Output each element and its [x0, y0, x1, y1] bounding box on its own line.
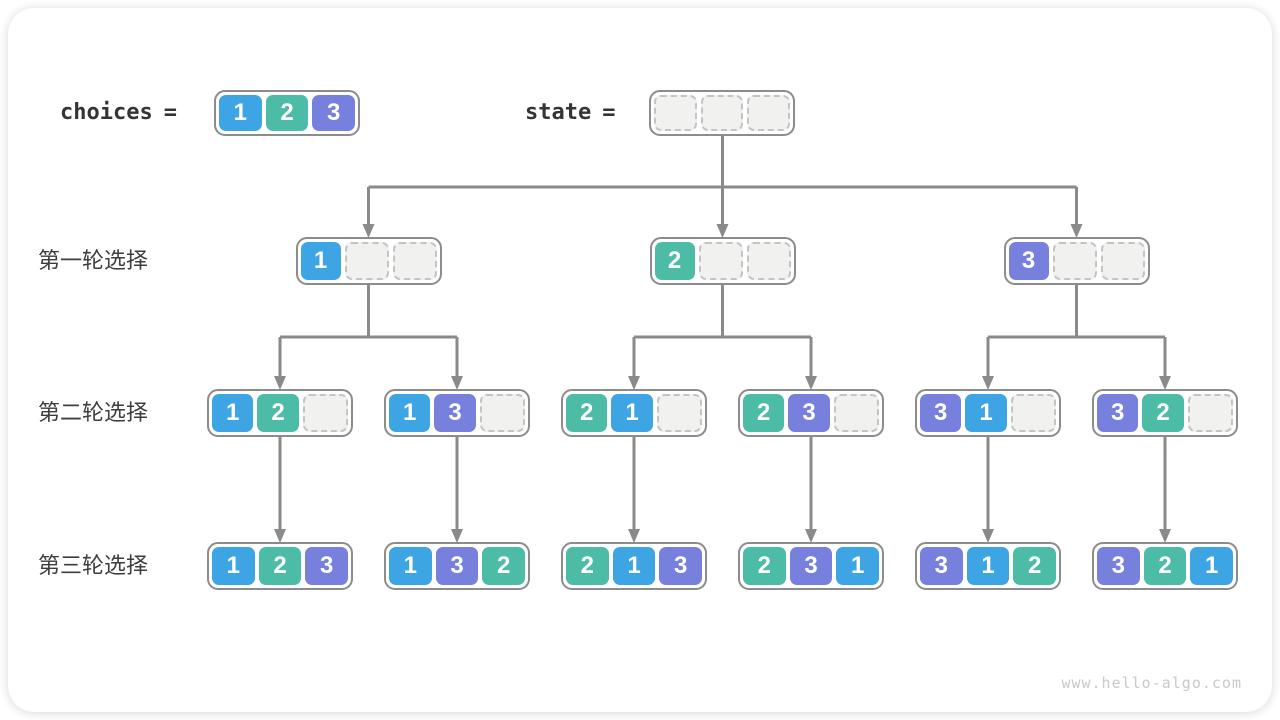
round-1-label: 第一轮选择 — [38, 248, 149, 273]
choice-cell-3: 3 — [305, 547, 349, 585]
empty-cell — [1010, 394, 1056, 432]
choice-cell-1: 1 — [212, 547, 255, 585]
watermark: www.hello-algo.com — [1061, 674, 1242, 692]
choice-cell-2: 2 — [482, 547, 526, 585]
empty-cell — [1100, 242, 1145, 280]
choice-cell-2: 2 — [743, 394, 785, 432]
choice-cell-1: 1 — [389, 394, 431, 432]
choice-cell-2: 2 — [743, 547, 786, 585]
round-1-node-2: 2 — [649, 237, 796, 285]
choice-cell-3: 3 — [920, 394, 962, 432]
choice-cell-2: 2 — [654, 242, 695, 280]
choice-cell-1: 1 — [612, 547, 656, 585]
choice-cell-2: 2 — [1142, 394, 1184, 432]
choice-cell-3: 3 — [1097, 547, 1140, 585]
empty-cell — [344, 242, 389, 280]
choice-cell-2: 2 — [265, 95, 309, 131]
choice-cell-1: 1 — [611, 394, 653, 432]
choice-cell-3: 3 — [1008, 242, 1049, 280]
choice-cell-1: 1 — [1190, 547, 1234, 585]
empty-cell — [656, 394, 702, 432]
choice-cell-2: 2 — [257, 394, 299, 432]
state-array — [649, 90, 795, 136]
choice-cell-1: 1 — [389, 547, 432, 585]
choice-cell-2: 2 — [258, 547, 302, 585]
round-2-label: 第二轮选择 — [38, 400, 149, 425]
choice-cell-2: 2 — [566, 394, 608, 432]
empty-cell — [302, 394, 348, 432]
choice-cell-1: 1 — [300, 242, 341, 280]
choice-cell-3: 3 — [920, 547, 963, 585]
choice-cell-3: 3 — [789, 547, 833, 585]
round-3-label: 第三轮选择 — [38, 553, 149, 578]
figure-card — [8, 8, 1272, 712]
choice-cell-2: 2 — [1143, 547, 1187, 585]
choice-cell-3: 3 — [659, 547, 703, 585]
empty-cell — [746, 242, 791, 280]
choices-var-label: choices = — [60, 99, 177, 127]
empty-cell — [833, 394, 879, 432]
choice-cell-3: 3 — [788, 394, 830, 432]
state-var-name: state — [525, 100, 592, 125]
choice-cell-3: 3 — [312, 95, 356, 131]
round-1-node-1: 1 — [295, 237, 442, 285]
choice-cell-3: 3 — [1097, 394, 1139, 432]
empty-cell — [1187, 394, 1233, 432]
choice-cell-1: 1 — [219, 95, 262, 131]
empty-cell — [654, 95, 697, 131]
choice-cell-1: 1 — [965, 394, 1007, 432]
empty-cell — [700, 95, 744, 131]
choice-cell-2: 2 — [1013, 547, 1057, 585]
empty-cell — [1052, 242, 1097, 280]
choice-cell-2: 2 — [566, 547, 609, 585]
choice-cell-1: 1 — [212, 394, 254, 432]
choices-equals-sign: = — [163, 100, 177, 125]
choices-var-name: choices — [60, 100, 153, 125]
empty-cell — [479, 394, 525, 432]
state-equals-sign: = — [602, 100, 616, 125]
choice-cell-1: 1 — [836, 547, 880, 585]
empty-cell — [392, 242, 437, 280]
empty-cell — [747, 95, 791, 131]
choice-cell-3: 3 — [434, 394, 476, 432]
round-1-node-3: 3 — [1003, 237, 1150, 285]
choice-cell-3: 3 — [435, 547, 479, 585]
choice-cell-1: 1 — [966, 547, 1010, 585]
empty-cell — [698, 242, 743, 280]
state-var-label: state = — [525, 99, 615, 127]
